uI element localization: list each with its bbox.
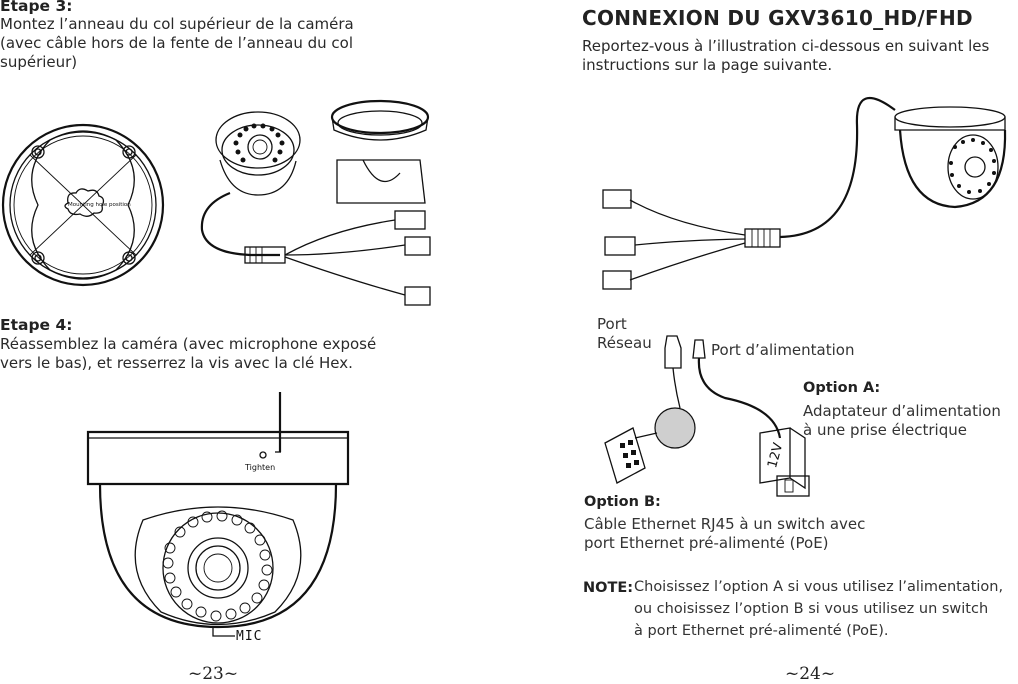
step4-heading: Etape 4:	[0, 316, 73, 334]
dome-camera-illustration	[86, 392, 350, 637]
mount-plate-illustration	[1, 123, 165, 287]
page-number-right: ~24~	[785, 664, 836, 684]
network-port-label-line2: Réseau	[597, 334, 652, 352]
mounting-hole-label: Mounting hole position	[68, 202, 131, 208]
step3-text-line2: (avec câble hors de la fente de l’anneau…	[0, 34, 354, 52]
camera-cable-illustration	[200, 111, 431, 306]
note-heading: NOTE:	[583, 580, 634, 596]
page-number-left: ~23~	[188, 664, 239, 684]
step4-text-line1: Réassemblez la caméra (avec microphone e…	[0, 335, 377, 353]
option-a-line1: Adaptateur d’alimentation	[803, 402, 1001, 420]
note-line2: ou choisissez l’option B si vous utilise…	[634, 601, 989, 617]
option-a-heading: Option A:	[803, 380, 881, 396]
note-line3: à port Ethernet pré-alimenté (PoE).	[634, 623, 889, 639]
connection-options-illustration	[604, 335, 810, 497]
step3-text-line1: Montez l’anneau du col supérieur de la c…	[0, 15, 354, 33]
option-a-line2: à une prise électrique	[803, 421, 967, 439]
option-b-heading: Option B:	[584, 494, 661, 510]
page-title: CONNEXION DU GXV3610_HD/FHD	[582, 6, 973, 30]
connection-camera-illustration	[602, 97, 1007, 290]
option-b-line2: port Ethernet pré-alimenté (PoE)	[584, 534, 829, 552]
step4-text-line2: vers le bas), et resserrez la vis avec l…	[0, 354, 353, 372]
network-port-label-line1: Port	[597, 315, 627, 333]
step3-heading: Etape 3:	[0, 0, 73, 15]
note-line1: Choisissez l’option A si vous utilisez l…	[634, 579, 1004, 595]
mic-label: MIC	[236, 629, 263, 644]
tighten-label: Tighten	[245, 463, 276, 472]
intro-line1: Reportez-vous à l’illustration ci-dessou…	[582, 37, 990, 55]
top-ring-illustration	[330, 99, 430, 204]
step3-text-line3: supérieur)	[0, 53, 78, 71]
intro-line2: instructions sur la page suivante.	[582, 56, 833, 74]
option-b-line1: Câble Ethernet RJ45 à un switch avec	[584, 515, 866, 533]
power-port-label: Port d’alimentation	[711, 341, 855, 359]
